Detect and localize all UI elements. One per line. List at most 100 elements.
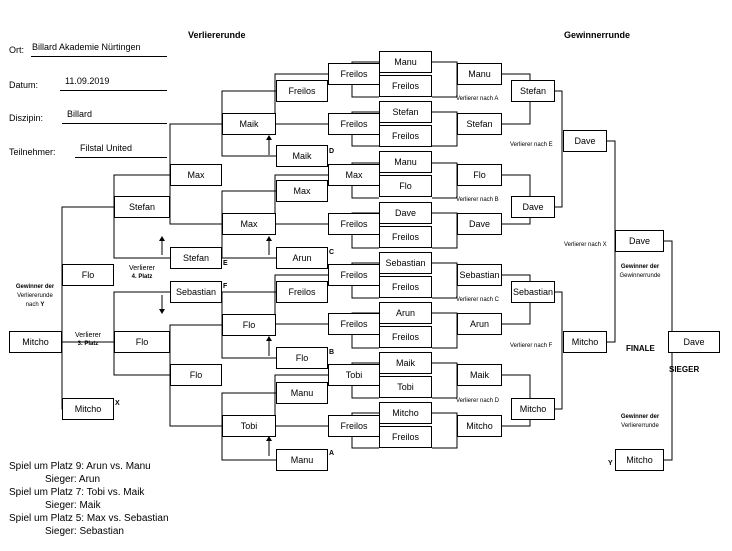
wr4-1: Dave xyxy=(563,130,607,152)
note-gg: Gewinner der Gewinnerrunde xyxy=(614,263,666,281)
wr2-4: Dave xyxy=(457,213,502,235)
result-platz7-winner: Sieger: Maik xyxy=(45,500,101,511)
lr2-5: Freilos xyxy=(276,281,328,303)
lr2-8: Manu xyxy=(276,449,328,471)
note-gv-y: Y xyxy=(40,302,45,308)
lr6-1: Flo xyxy=(62,264,114,286)
r1-m2-bottom: Freilos xyxy=(379,125,432,147)
result-platz5-winner: Sieger: Sebastian xyxy=(45,526,124,537)
lr4-4: Flo xyxy=(170,364,222,386)
note-v3-line1: Verlierer xyxy=(74,332,102,339)
note-loser-d: Verlierer nach D xyxy=(456,398,500,404)
lr5-1: Stefan xyxy=(114,196,170,218)
r1-m7-bottom: Tobi xyxy=(379,376,432,398)
lr2-4: Arun xyxy=(276,247,328,269)
lr6-2: Mitcho xyxy=(62,398,114,420)
mark-x: X xyxy=(115,400,120,407)
lr5-2: Flo xyxy=(114,331,170,353)
wr3-1: Stefan xyxy=(511,80,555,102)
lr1-1: Freilos xyxy=(328,63,380,85)
lr3-2: Max xyxy=(222,213,276,235)
mark-b: B xyxy=(329,349,335,356)
lr3-1: Maik xyxy=(222,113,276,135)
winner-round-title: Gewinnerrunde xyxy=(564,30,631,40)
lr2-2: Maik xyxy=(276,145,328,167)
lr1-7: Tobi xyxy=(328,364,380,386)
disziplin-value: Billard xyxy=(67,109,93,119)
wr2-7: Maik xyxy=(457,364,502,386)
wr2-3: Flo xyxy=(457,164,502,186)
ort-label: Ort: xyxy=(9,45,24,55)
r1-m1-top: Manu xyxy=(379,51,432,73)
lr1-8: Freilos xyxy=(328,415,380,437)
lr1-2: Freilos xyxy=(328,113,380,135)
note-v4-line1: Verlierer xyxy=(128,265,156,272)
r1-m4-top: Dave xyxy=(379,202,432,224)
mark-e: E xyxy=(223,260,228,267)
final-top: Dave xyxy=(615,230,664,252)
datum-label: Datum: xyxy=(9,80,39,90)
ort-underline xyxy=(31,56,167,57)
lr4-3: Sebastian xyxy=(170,281,222,303)
r1-m2-top: Stefan xyxy=(379,101,432,123)
note-loser-e: Verlierer nach E xyxy=(510,142,553,148)
r1-m6-top: Arun xyxy=(379,302,432,324)
note-gv-nach: nach xyxy=(25,302,39,308)
r1-m6-bottom: Freilos xyxy=(379,326,432,348)
wr2-8: Mitcho xyxy=(457,415,502,437)
note-gv-line1: Gewinner der xyxy=(15,284,55,290)
r1-m8-top: Mitcho xyxy=(379,402,432,424)
lr4-2: Stefan xyxy=(170,247,222,269)
r1-m1-bottom: Freilos xyxy=(379,75,432,97)
lr1-4: Freilos xyxy=(328,213,380,235)
r1-m5-bottom: Freilos xyxy=(379,276,432,298)
note-gewinner-verliererunde: Gewinner der Verliererunde nach Y xyxy=(10,283,60,310)
datum-value: 11.09.2019 xyxy=(65,76,110,86)
result-platz9-winner: Sieger: Arun xyxy=(45,474,101,485)
lr1-5: Freilos xyxy=(328,264,380,286)
result-platz5: Spiel um Platz 5: Max vs. Sebastian xyxy=(9,513,169,524)
note-loser-b: Verlierer nach B xyxy=(456,197,499,203)
teilnehmer-value: Filstal United xyxy=(80,143,133,153)
champion-box: Dave xyxy=(668,331,720,353)
teilnehmer-underline xyxy=(75,157,167,158)
final-bottom: Mitcho xyxy=(615,449,664,471)
note-gv-line2: Verliererunde xyxy=(17,293,53,299)
lr3-4: Tobi xyxy=(222,415,276,437)
note-verlierer-4: Verlierer 4. Platz xyxy=(118,264,166,282)
wr3-4: Mitcho xyxy=(511,398,555,420)
note-gv: Gewinner der Verliererrunde xyxy=(614,413,666,431)
lr3-3: Flo xyxy=(222,314,276,336)
mark-a: A xyxy=(329,450,335,457)
note-gv2-line2: Verliererrunde xyxy=(621,423,659,429)
r1-m8-bottom: Freilos xyxy=(379,426,432,448)
lr1-3: Max xyxy=(328,164,380,186)
note-loser-f: Verlierer nach F xyxy=(510,343,553,349)
note-gv-line3: nach Y xyxy=(10,301,60,310)
wr3-3: Sebastian xyxy=(511,281,555,303)
mark-f: F xyxy=(223,283,228,290)
lr1-6: Freilos xyxy=(328,313,380,335)
note-loser-x: Verlierer nach X xyxy=(564,242,607,248)
note-verlierer-3: Verlierer 3. Platz xyxy=(63,331,113,349)
note-loser-a: Verlierer nach A xyxy=(456,96,499,102)
lr4-1: Max xyxy=(170,164,222,186)
r1-m3-bottom: Flo xyxy=(379,175,432,197)
ort-value: Billard Akademie Nürtingen xyxy=(32,42,141,52)
note-gg-line1: Gewinner der xyxy=(620,264,660,270)
note-v3-line2: 3. Platz xyxy=(77,341,99,347)
result-platz7: Spiel um Platz 7: Tobi vs. Maik xyxy=(9,487,145,498)
datum-underline xyxy=(60,90,167,91)
wr2-6: Arun xyxy=(457,313,502,335)
teilnehmer-label: Teilnehmer: xyxy=(9,147,56,157)
wr2-2: Stefan xyxy=(457,113,502,135)
note-gv2-line1: Gewinner der xyxy=(620,414,660,420)
r1-m4-bottom: Freilos xyxy=(379,226,432,248)
lr2-7: Manu xyxy=(276,382,328,404)
wr4-2: Mitcho xyxy=(563,331,607,353)
loser-round-title: Verliererunde xyxy=(188,30,246,40)
r1-m5-top: Sebastian xyxy=(379,252,432,274)
disziplin-label: Diszipin: xyxy=(9,113,44,123)
lr-final-winner: Mitcho xyxy=(9,331,62,353)
lr2-3: Max xyxy=(276,180,328,202)
